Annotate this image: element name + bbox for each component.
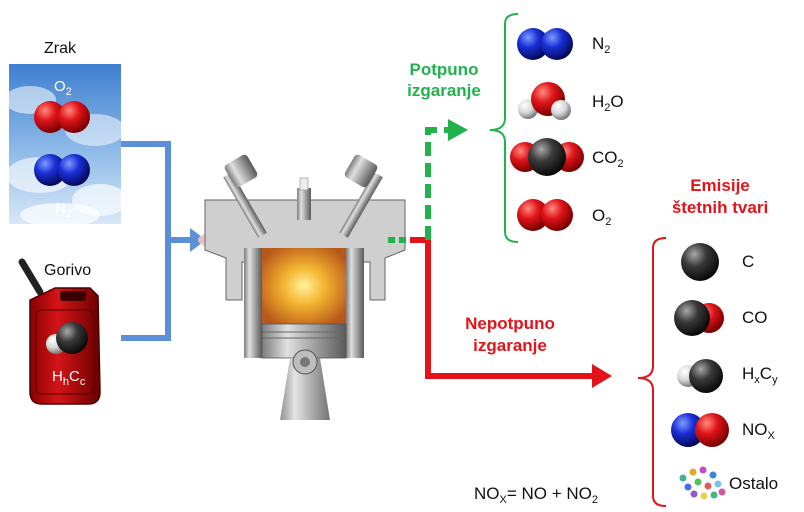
emission-co-label: CO (742, 308, 768, 327)
fuel-hc-molecule-icon (46, 322, 88, 354)
air-n2-label: N2 (55, 200, 72, 220)
co-molecule-icon (674, 300, 724, 336)
complete-arrow-head (448, 119, 468, 141)
emission-hxcy-label: HxCy (742, 364, 778, 386)
air-n2-molecule-icon (34, 154, 90, 186)
fuel-title: Gorivo (44, 262, 92, 279)
complete-bracket (489, 13, 519, 243)
incomplete-combustion-title: Nepotpuno izgaranje (465, 314, 555, 355)
air-o2-label: O2 (54, 78, 72, 98)
emission-c-label: C (742, 252, 755, 271)
emission-nox-label: NOX (742, 420, 775, 442)
harmful-emissions-title: Emisije štetnih tvari (671, 176, 769, 217)
nox-molecule-icon (671, 413, 729, 447)
co2-molecule-icon (510, 138, 584, 176)
incomplete-bracket (637, 237, 667, 507)
hydrocarbon-molecule-icon (677, 359, 723, 393)
product-n2-label: N2 (592, 34, 611, 56)
n2-molecule-icon (517, 28, 573, 60)
o2-molecule-icon (517, 199, 573, 231)
complete-combustion-title: Potpuno izgaranje (407, 60, 481, 100)
product-o2-label: O2 (592, 206, 612, 228)
h2o-molecule-icon (518, 82, 571, 120)
input-arrow (121, 141, 192, 341)
emission-other-label: Ostalo (729, 474, 779, 493)
engine-cylinder-icon (198, 154, 406, 420)
complete-arrow (425, 127, 452, 240)
nox-equation: NOX= NO + NO2 (474, 484, 598, 506)
incomplete-arrow (425, 240, 594, 379)
product-co2-label: CO2 (592, 148, 624, 170)
air-o2-molecule-icon (34, 101, 90, 133)
product-h2o-label: H2O (592, 92, 624, 114)
carbon-atom-icon (681, 243, 719, 281)
particles-icon (679, 466, 726, 500)
incomplete-arrow-head (592, 364, 612, 388)
fuel-formula: HhCc (52, 368, 86, 388)
air-title: Zrak (44, 40, 76, 57)
